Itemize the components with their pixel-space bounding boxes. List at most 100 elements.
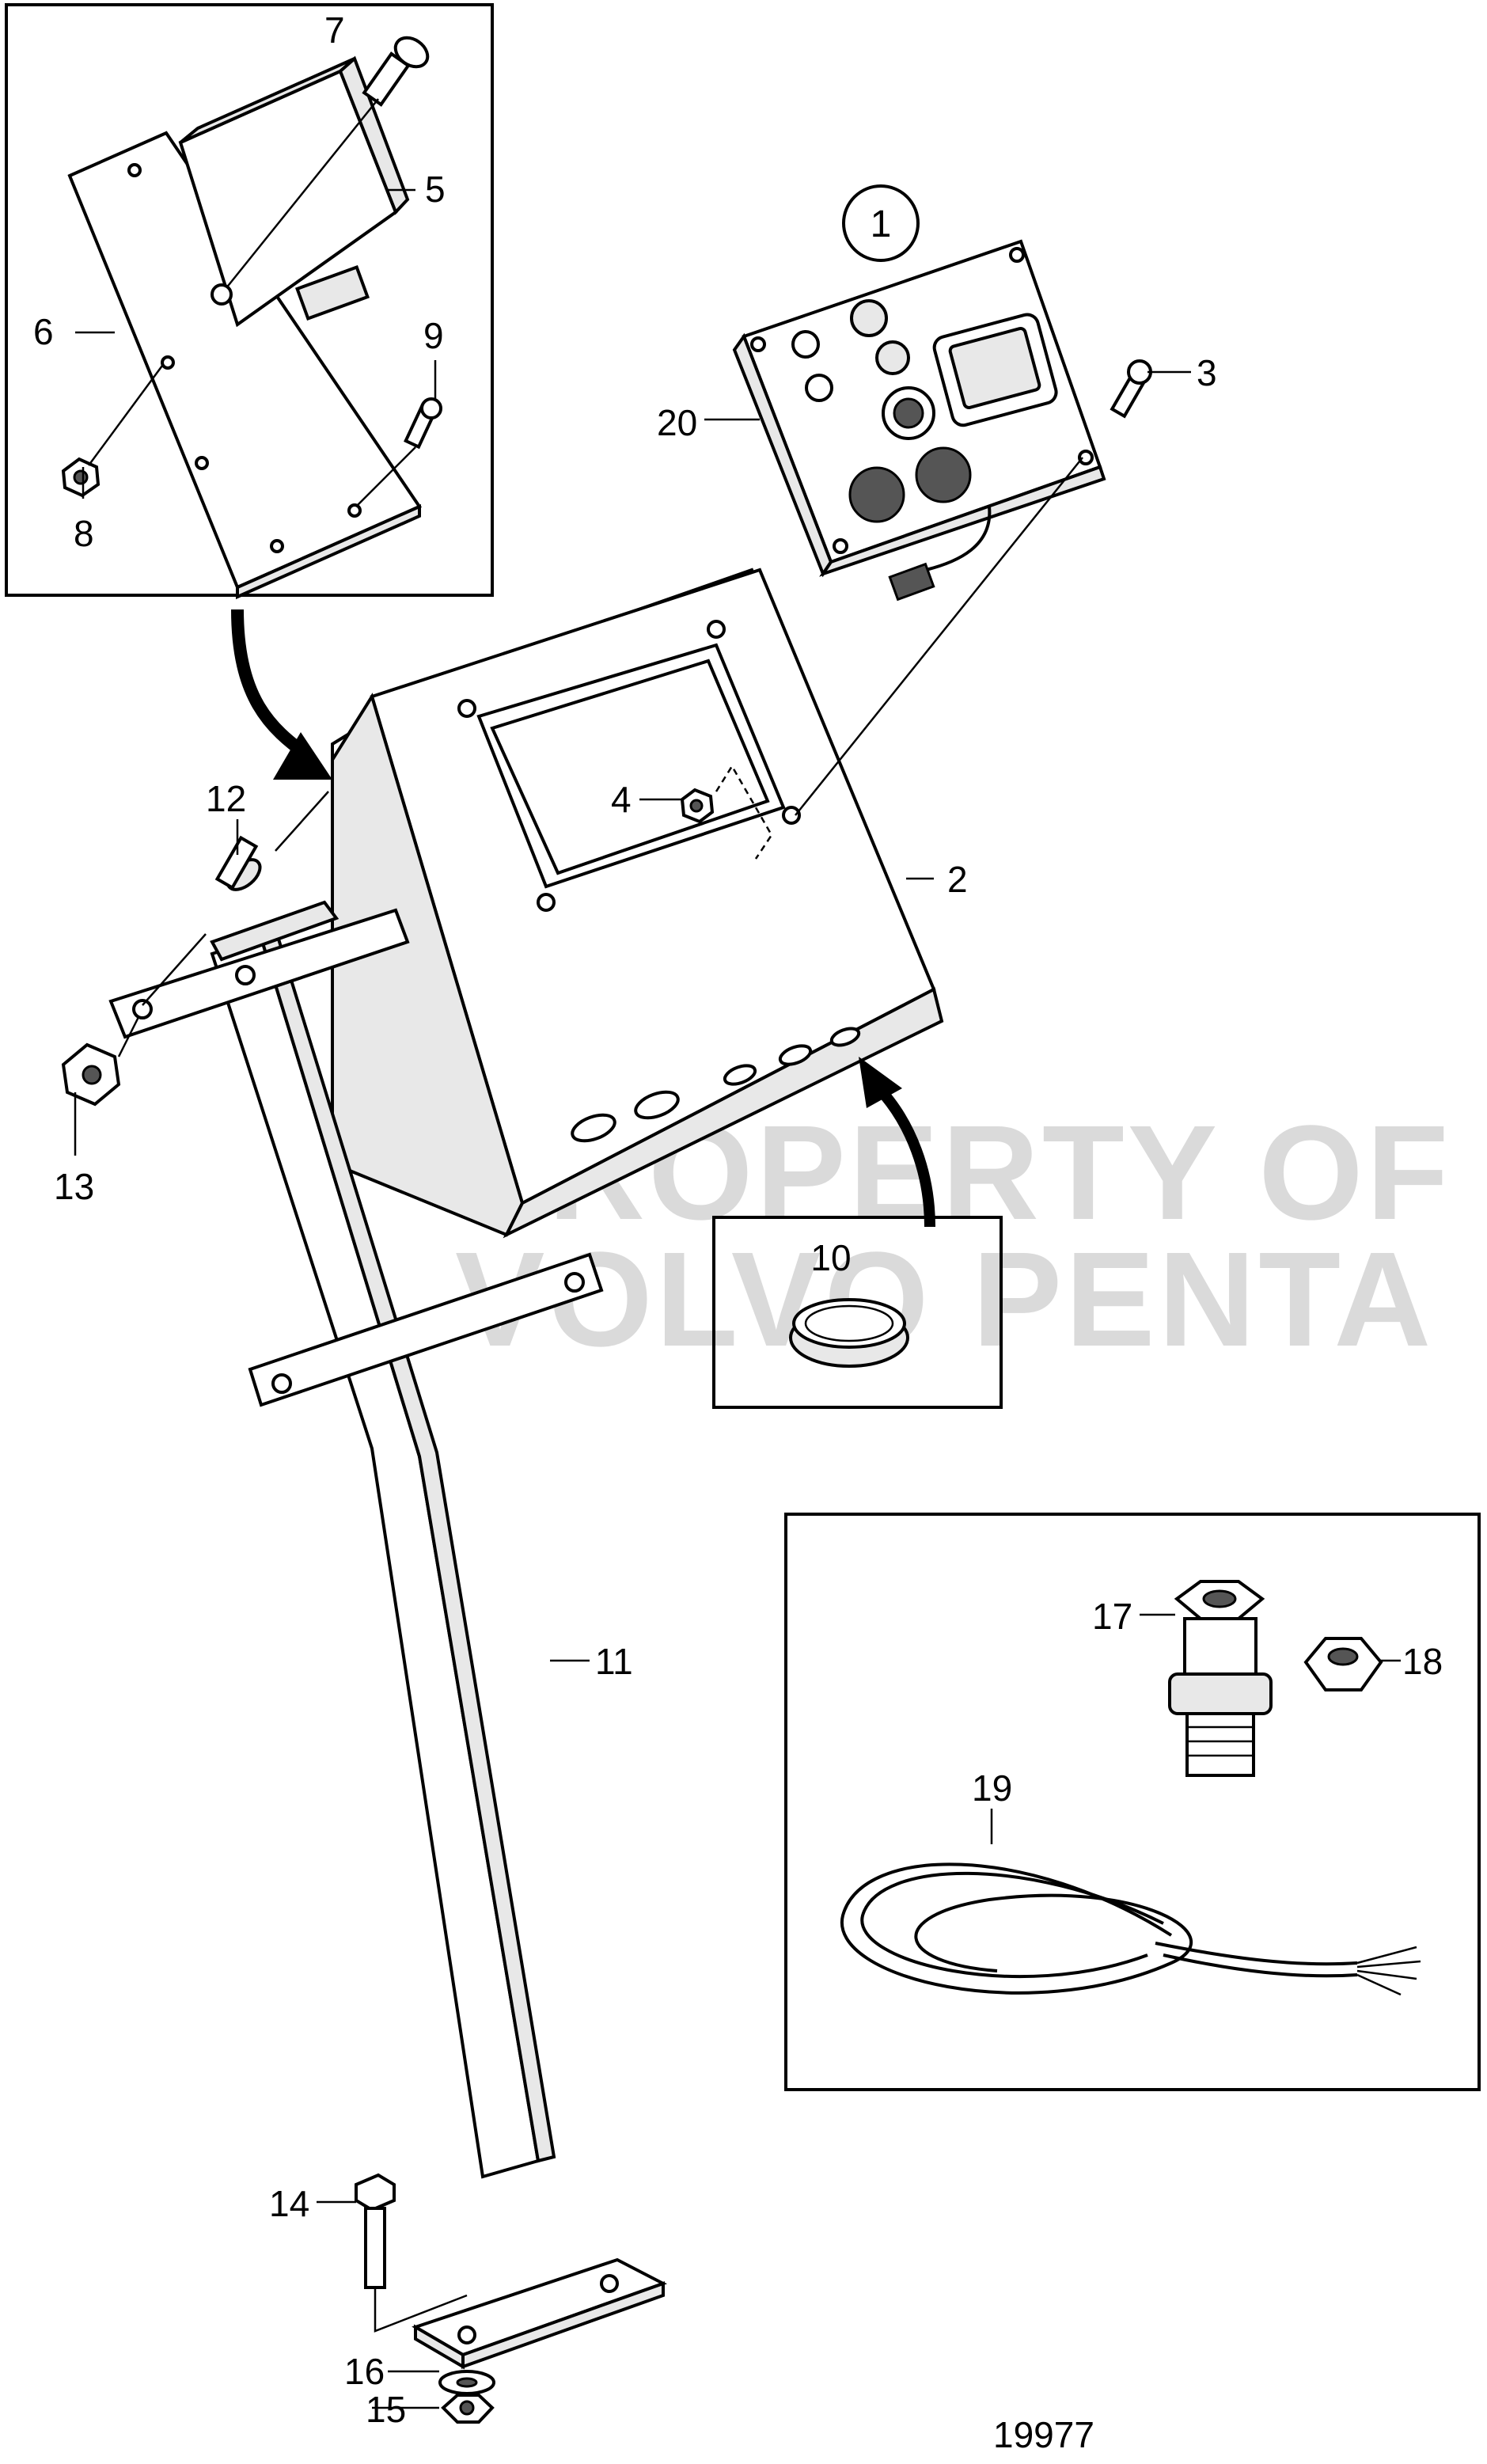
- bracket-hole: [132, 999, 153, 1019]
- part-label-2: 2: [947, 859, 968, 900]
- arrows: [231, 609, 935, 1228]
- screw-9: [355, 397, 442, 507]
- part-label-18: 18: [1402, 1641, 1443, 1682]
- bolt-12: [142, 791, 329, 1006]
- panel-screw: [1078, 450, 1094, 465]
- base-plate-edge: [461, 2281, 665, 2369]
- part-label-7: 7: [324, 9, 345, 51]
- box-hole: [707, 620, 726, 639]
- inset-frame-grommet: [712, 1216, 1003, 1409]
- nut-18: [1303, 1637, 1383, 1691]
- instrument-panel-bottom: [819, 465, 1106, 577]
- bracket-hole: [564, 1272, 585, 1293]
- inset-sender-kit: [784, 1513, 1481, 2091]
- watermark-line-2: VOLVO PENTA: [455, 1224, 1434, 1375]
- inset-grommet: [712, 1216, 1003, 1409]
- nut-8: [61, 365, 164, 498]
- panel-screw: [833, 538, 848, 554]
- cable-lead: [1155, 1942, 1358, 1966]
- part-label-10: 10: [810, 1237, 851, 1278]
- cable-lead: [1163, 1953, 1358, 1978]
- mounting-plate-edge: [236, 503, 421, 600]
- part-label-6: 6: [33, 311, 54, 352]
- inset-frame-control-module: [5, 3, 494, 597]
- cable-wire-end: [1356, 1973, 1402, 1996]
- screw-seat: [211, 283, 233, 306]
- panel-connector-pins: [893, 397, 924, 429]
- cable-coil: [840, 1862, 1421, 1996]
- panel-button-right: [915, 446, 972, 503]
- group-callout: 1: [842, 184, 920, 262]
- box-hole: [537, 893, 556, 912]
- panel-harness-plug: [888, 562, 935, 602]
- part-label-15: 15: [366, 2389, 406, 2430]
- bolt-14: [355, 2173, 468, 2333]
- cable-wire-end: [1356, 1969, 1417, 1980]
- cable-wire-end: [1356, 1946, 1417, 1965]
- panel-display-screen: [948, 327, 1041, 409]
- washer-16: [438, 2370, 495, 2395]
- inset-frame-sender-kit: [784, 1513, 1481, 2091]
- instrument-panel: [732, 239, 1152, 816]
- cable-entry-hole: [778, 1044, 813, 1066]
- grommet-top: [792, 1298, 906, 1349]
- part-label-19: 19: [972, 1767, 1012, 1809]
- arrow-module-to-box: [231, 609, 313, 761]
- part-label-12: 12: [206, 778, 246, 819]
- part-label-20: 20: [657, 402, 697, 443]
- panel-button-left: [848, 466, 905, 523]
- pole-top-cap: [210, 900, 340, 962]
- part-label-14: 14: [269, 2183, 309, 2224]
- plate-hole: [195, 456, 209, 470]
- control-unit-connector: [295, 264, 370, 321]
- panel-key-switch: [850, 299, 888, 337]
- nut-15: [441, 2394, 495, 2424]
- nut-13: [61, 1016, 140, 1107]
- part-label-17: 17: [1092, 1596, 1132, 1637]
- cable-wire-end: [1356, 1960, 1421, 1969]
- cable-entry-hole: [829, 1027, 861, 1047]
- panel-harness-wire: [925, 506, 992, 571]
- figure-number: 19977: [993, 2414, 1094, 2455]
- watermark: PROPERTY OF VOLVO PENTA: [455, 1098, 1448, 1375]
- part-label-5: 5: [425, 169, 446, 210]
- arrow-grommet-to-box-head: [859, 1057, 902, 1108]
- part-label-16: 16: [344, 2351, 385, 2392]
- screw-7: [225, 36, 430, 290]
- plate-hole: [270, 539, 284, 553]
- part-label-11: 11: [595, 1641, 633, 1682]
- cable-entry-hole: [723, 1064, 757, 1086]
- support-pole: [108, 900, 668, 2370]
- base-plate-hole: [457, 2325, 476, 2344]
- part-label-3: 3: [1197, 352, 1217, 393]
- cable-coil-loop: [840, 1862, 1193, 1995]
- box-hole: [782, 806, 801, 825]
- part-label-9: 9: [423, 315, 444, 356]
- cable-coil-loop: [860, 1871, 1164, 1979]
- part-label-8: 8: [74, 513, 94, 554]
- bracket-hole: [271, 1373, 292, 1394]
- panel-switch: [805, 374, 833, 402]
- panel-key-switch: [875, 340, 910, 375]
- panel-screw: [1009, 247, 1025, 263]
- cable-entry-hole: [634, 1090, 680, 1120]
- leader-lines: [74, 188, 1401, 2409]
- nut-4: [680, 764, 773, 860]
- panel-screw: [750, 336, 766, 352]
- box-hole: [457, 699, 476, 718]
- upper-bracket: [108, 908, 410, 1039]
- plate-hole: [127, 163, 142, 177]
- arrow-grommet-to-box: [878, 1088, 935, 1228]
- plate-hole: [161, 355, 175, 370]
- pressure-sender: [1168, 1580, 1273, 1777]
- control-unit-side: [338, 55, 410, 215]
- base-plate-hole: [600, 2274, 619, 2293]
- group-callout-label: 1: [871, 203, 892, 245]
- electrical-box: [331, 568, 944, 1239]
- box-bottom-side: [503, 987, 944, 1239]
- group-callout-circle: [842, 184, 920, 262]
- lower-bracket: [248, 1252, 604, 1407]
- bracket-hole: [235, 965, 256, 985]
- inset-control-module: [5, 3, 494, 600]
